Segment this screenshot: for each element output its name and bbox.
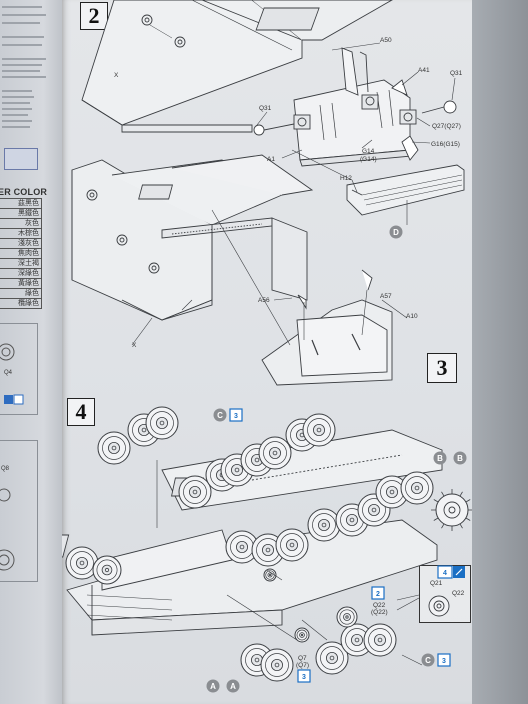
- assembly-drawings: D C B B C A A 3: [62, 0, 472, 693]
- road-wheel: [336, 606, 358, 628]
- step-4-marker-c-top: C: [213, 408, 227, 422]
- step-2-rear-plate: [293, 47, 417, 167]
- instruction-page: 2 3 4: [62, 0, 472, 704]
- step-2-number: 2: [80, 2, 108, 30]
- road-wheel: [340, 623, 374, 657]
- road-wheel: [260, 648, 294, 682]
- svg-text:3: 3: [302, 674, 306, 681]
- part-label: Q31: [450, 70, 463, 77]
- step-2-marker-d: D: [389, 225, 403, 239]
- road-wheel: [275, 528, 309, 562]
- svg-text:3: 3: [234, 413, 238, 420]
- left-page-partial: ER COLOR 茲黑色黑鐵色灰色木棕色淺灰色焦肉色深土褐深綠色黃綠色綠色欖綠色…: [0, 0, 62, 704]
- road-wheel: [375, 475, 409, 509]
- left-part-label: Q4: [4, 370, 13, 376]
- step-4-blue-badge-q7: 3: [297, 669, 311, 683]
- svg-text:B: B: [457, 454, 463, 463]
- part-label: A57: [380, 293, 392, 300]
- step-2-leader-lines: [256, 42, 456, 225]
- step-2-hull-drawing: [81, 0, 393, 133]
- road-wheel: [302, 413, 336, 447]
- svg-text:3: 3: [442, 658, 446, 665]
- step-4-number: 4: [67, 398, 95, 426]
- part-label: Q21: [430, 580, 443, 587]
- step-3-hull-drawing: [71, 154, 393, 386]
- color-table-header: ER COLOR: [0, 187, 48, 197]
- step-4-hull-drawing: [62, 429, 443, 636]
- svg-text:4: 4: [443, 570, 447, 577]
- road-wheel: [258, 436, 292, 470]
- road-wheel: [92, 555, 122, 585]
- color-table: 茲黑色黑鐵色灰色木棕色淺灰色焦肉色深土褐深綠色黃綠色綠色欖綠色: [0, 198, 42, 309]
- road-wheel: [307, 508, 341, 542]
- step-4-marker-b-left: B: [433, 451, 447, 465]
- road-wheel: [363, 623, 397, 657]
- part-label: X: [114, 72, 119, 79]
- step-4-sprocket: [431, 489, 472, 531]
- step-3-leader-lines: [211, 209, 408, 346]
- road-wheel: [400, 471, 434, 505]
- step-4-marker-a-left: A: [206, 679, 220, 693]
- part-label: A10: [406, 313, 418, 320]
- step-3-number: 3: [427, 353, 457, 383]
- road-wheel: [145, 406, 179, 440]
- road-wheel: [97, 431, 131, 465]
- svg-text:B: B: [437, 454, 443, 463]
- part-label: Q22: [373, 602, 386, 609]
- color-name-cell: 欖綠色: [0, 298, 42, 309]
- step-4-marker-c-bottom: C: [421, 653, 435, 667]
- road-wheel: [294, 627, 310, 643]
- road-wheel: [315, 641, 349, 675]
- part-label: (Q7): [296, 662, 309, 669]
- q21-callout-wheel: [428, 595, 450, 617]
- part-label: A41: [418, 67, 430, 74]
- svg-text:C: C: [425, 656, 431, 665]
- step-2-exhaust-box: [346, 164, 465, 216]
- left-step-frame: [0, 323, 38, 415]
- right-background: [472, 0, 528, 704]
- marker-d-text: D: [393, 228, 399, 237]
- part-label: Q27(Q27): [432, 123, 461, 130]
- part-label: A50: [380, 37, 392, 44]
- road-wheel: [263, 568, 277, 582]
- step-4-leader-lines: [156, 460, 423, 666]
- part-label: G16(G15): [431, 141, 460, 148]
- step-4-marker-a-right: A: [226, 679, 240, 693]
- left-page-drawings: [0, 343, 24, 571]
- svg-text:A: A: [230, 682, 236, 691]
- part-label: (Q22): [371, 609, 388, 616]
- part-label: Q22: [452, 590, 465, 597]
- part-label: A1: [267, 156, 275, 163]
- left-info-box: [4, 148, 38, 170]
- part-label: A56: [258, 297, 270, 304]
- step-4-blue-badge-callout: 4: [437, 565, 465, 579]
- svg-text:2: 2: [376, 591, 380, 598]
- part-label: G14: [362, 148, 375, 155]
- left-step-frame-2: [0, 440, 38, 582]
- left-part-label: Q8: [1, 466, 10, 472]
- color-table-row: 欖綠色: [0, 298, 42, 309]
- part-label: H12: [340, 175, 352, 182]
- step-4-road-wheels: [65, 406, 434, 682]
- part-label: X: [132, 342, 137, 349]
- part-label: (G14): [360, 156, 377, 163]
- step-4-blue-badge-top: 3: [229, 408, 243, 422]
- part-label: Q7: [298, 655, 307, 662]
- road-wheel: [178, 475, 212, 509]
- step-4-blue-badge-bottom-right: 3: [437, 653, 451, 667]
- part-label: Q31: [259, 105, 272, 112]
- svg-text:A: A: [210, 682, 216, 691]
- step-4-blue-badge-q22: 2: [371, 586, 385, 600]
- svg-text:C: C: [217, 411, 223, 420]
- step-4-marker-b-right: B: [453, 451, 467, 465]
